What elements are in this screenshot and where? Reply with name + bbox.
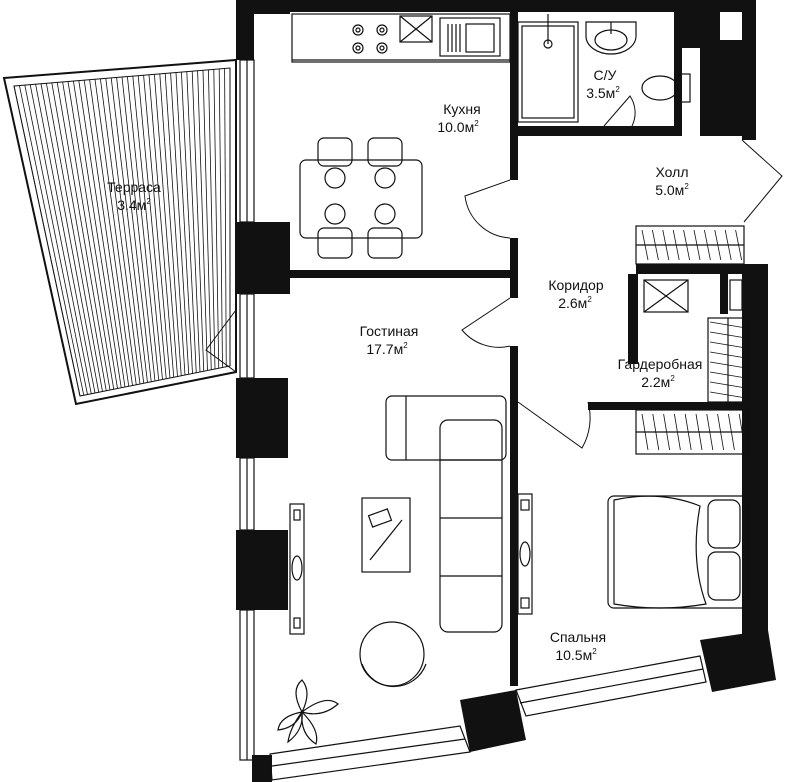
terrace-decking — [13, 68, 231, 397]
sofa — [385, 395, 507, 633]
terrace-area: 3.4м2 — [117, 197, 151, 213]
armchair — [359, 621, 427, 688]
corridor-name: Коридор — [548, 277, 604, 293]
stove-icon — [352, 24, 388, 54]
bedroom-area: 10.5м2 — [555, 647, 597, 663]
tv-unit — [289, 503, 305, 635]
dining-table — [299, 137, 423, 259]
living-name: Гостиная — [360, 323, 419, 339]
bathroom-area: 3.5м2 — [586, 85, 620, 101]
dishwasher-icon — [399, 15, 433, 43]
room-labels: Кухня 10.0м2 С/У 3.5м2 Холл 5.0м2 Террас… — [107, 67, 702, 663]
interior-walls — [284, 12, 748, 686]
wardrobe-fixtures — [635, 279, 749, 455]
kitchen-counter — [291, 13, 511, 63]
bathroom-fixtures — [517, 14, 700, 123]
plant-icon — [277, 679, 339, 745]
kitchen-name: Кухня — [443, 101, 480, 117]
bedroom-name: Спальня — [550, 629, 606, 645]
bed — [607, 495, 749, 609]
sink-icon — [439, 17, 501, 57]
wardrobe-area: 2.2м2 — [641, 374, 675, 390]
toilet-icon — [641, 73, 691, 103]
corridor-area: 2.6м2 — [558, 295, 592, 311]
coffee-table — [361, 497, 411, 573]
washbasin-icon — [585, 21, 637, 55]
hall-name: Холл — [656, 164, 689, 180]
wardrobe-name: Гардеробная — [618, 356, 703, 372]
chair-icon — [317, 137, 403, 259]
terrace-name: Терраса — [107, 179, 161, 195]
doors — [205, 95, 783, 449]
bedroom-desk — [517, 493, 533, 615]
hall-area: 5.0м2 — [655, 182, 689, 198]
kitchen-area: 10.0м2 — [437, 119, 479, 135]
terrace — [2, 58, 237, 406]
living-area: 17.7м2 — [366, 341, 408, 357]
exterior-walls — [236, 0, 776, 782]
bathroom-name: С/У — [594, 67, 617, 83]
hall-wardrobe — [635, 225, 745, 265]
